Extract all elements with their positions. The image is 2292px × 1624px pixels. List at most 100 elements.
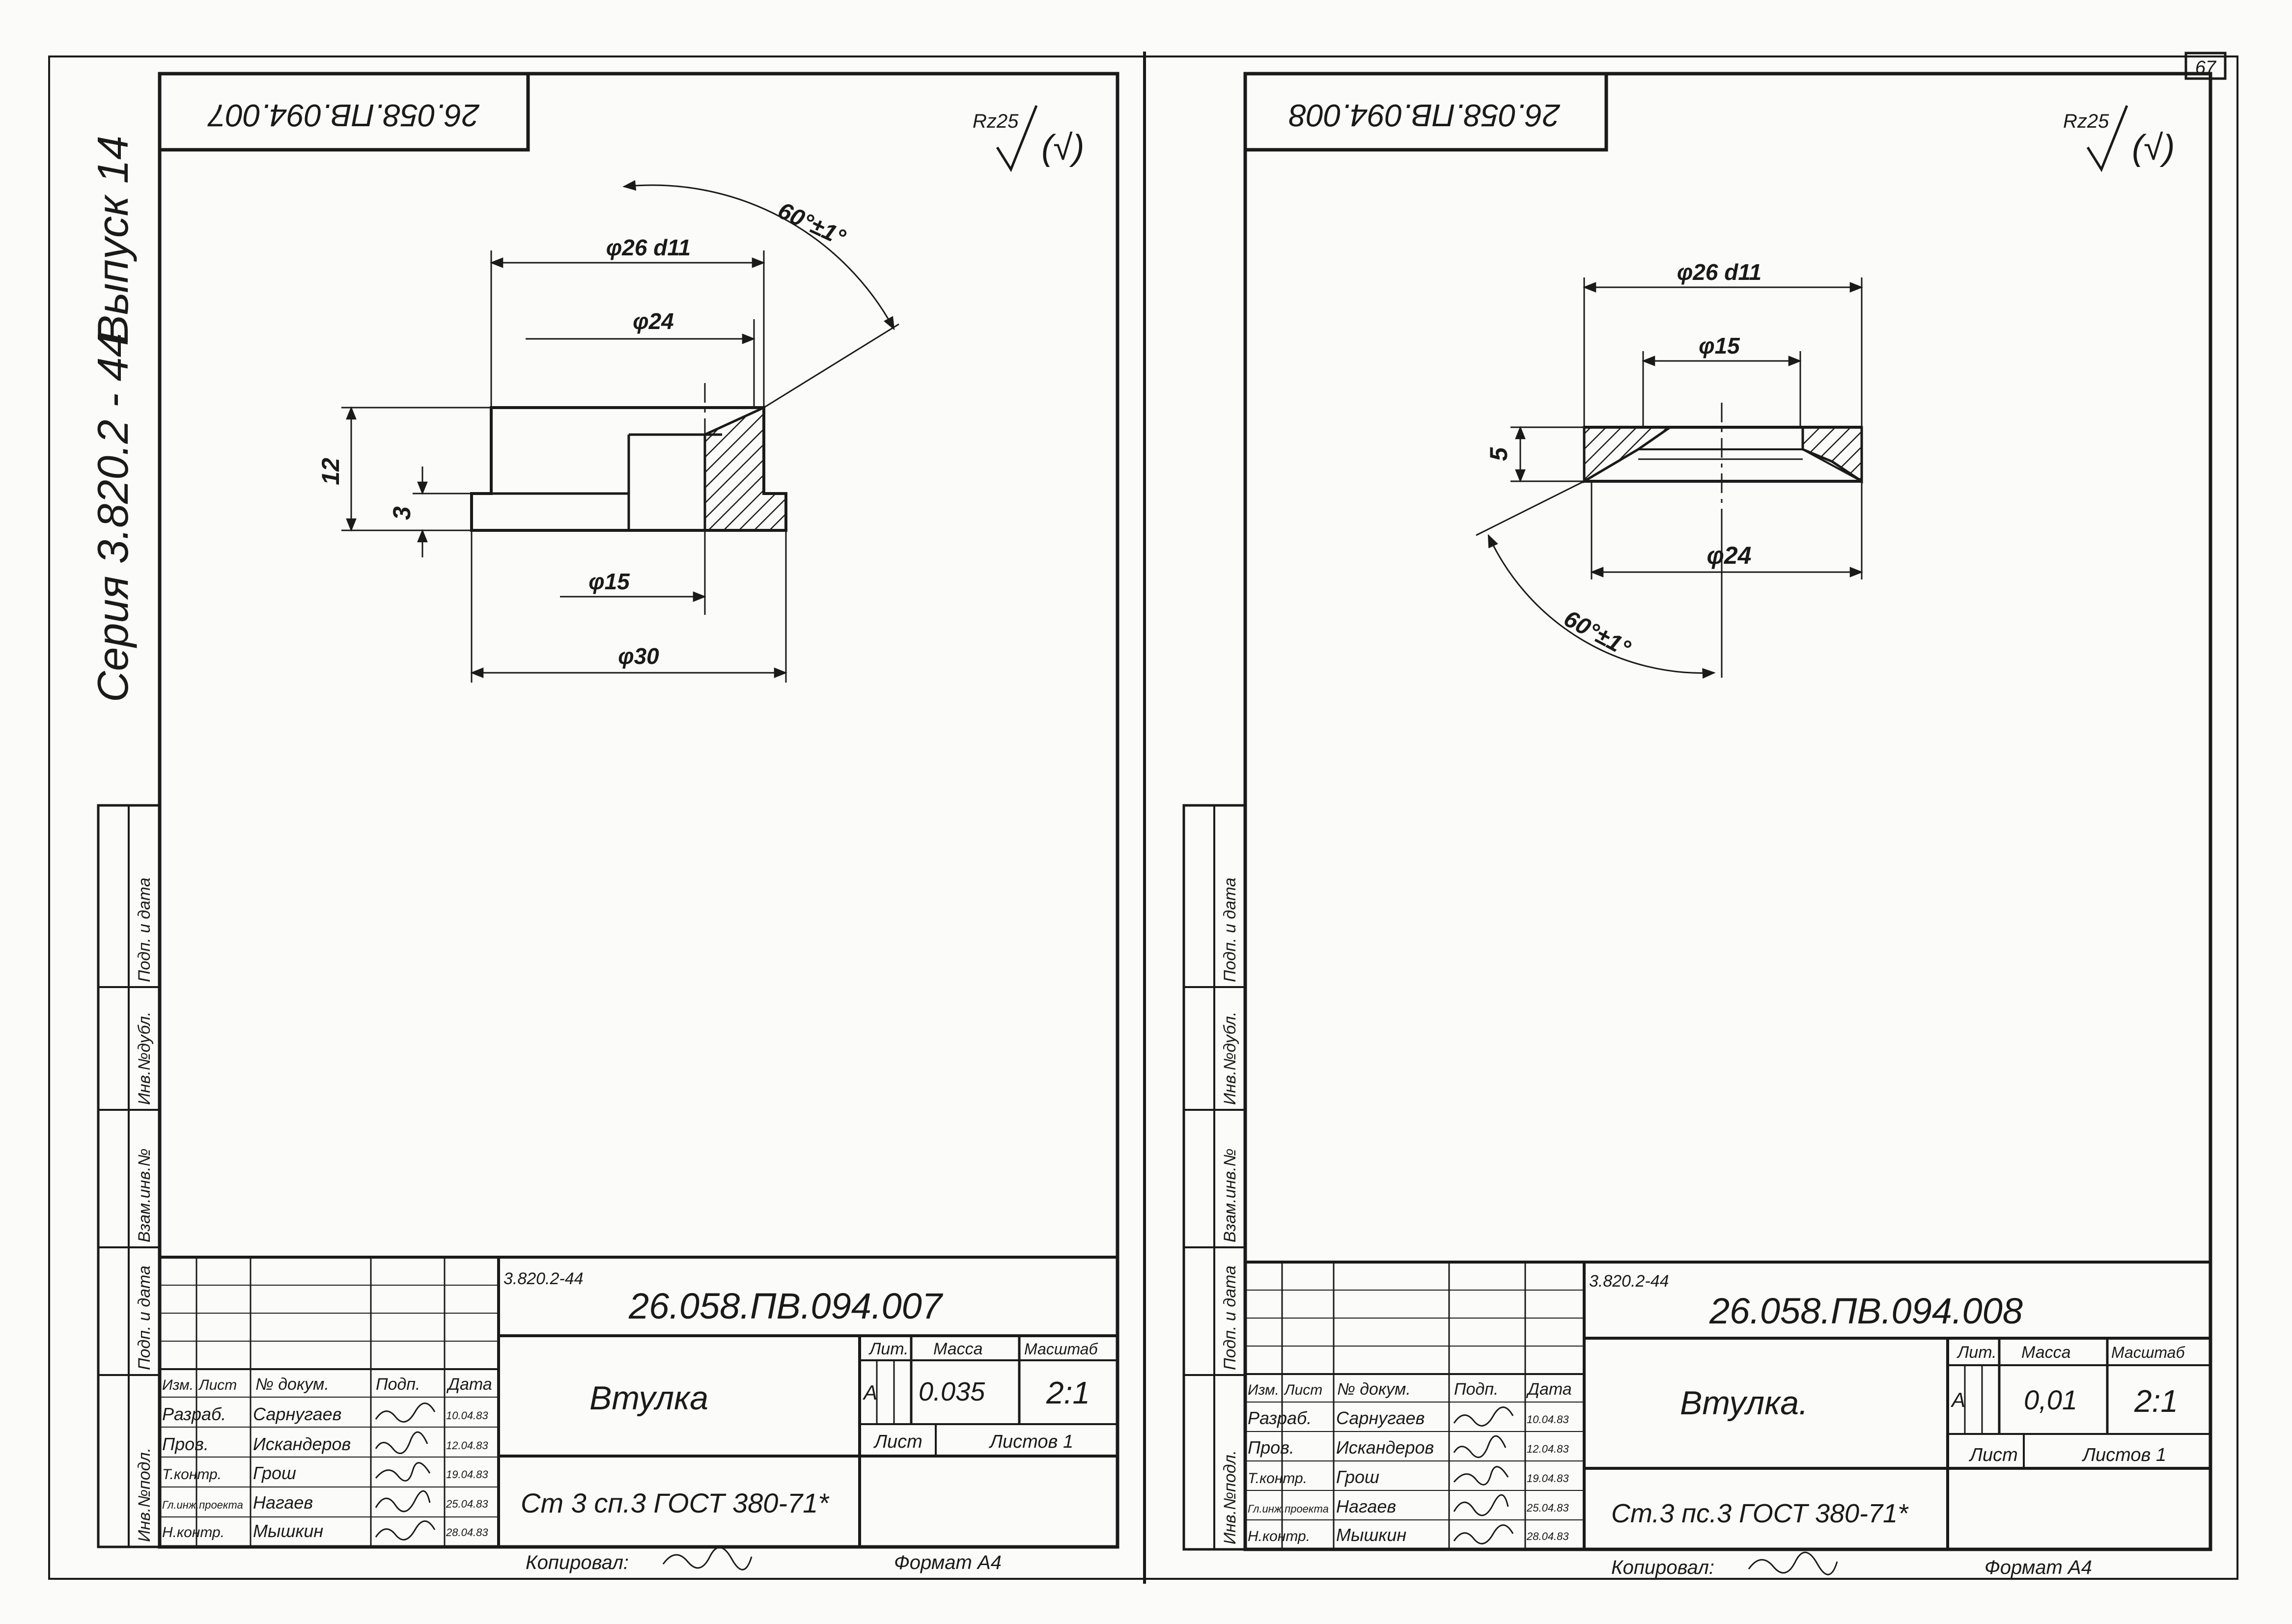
tb-sheet-label: Лист — [873, 1431, 922, 1452]
left-margin-strip: Инв.№подл. Подп. и дата Взам.инв.№ Инв.№… — [97, 804, 161, 1548]
series-label: Серия 3.820.2 - 44 Выпуск 14 — [88, 136, 137, 702]
margin-label-inv: Инв.№подл. — [1221, 1450, 1239, 1544]
part-008-section: φ26 d11 φ15 5 φ24 60°±1° — [1476, 259, 1863, 679]
tb-mass-header: Масса — [933, 1340, 983, 1358]
tb-date-3: 25.04.83 — [1526, 1502, 1569, 1514]
roughness-symbol: (√) — [2132, 128, 2175, 167]
tb-name-1: Искандеров — [1336, 1437, 1434, 1458]
tb-date-4: 28.04.83 — [1526, 1530, 1569, 1542]
copied-by: Копировал: — [526, 1552, 629, 1573]
margin-label-vzam: Взам.инв.№ — [135, 1149, 154, 1242]
tb-header-list: Лист — [198, 1377, 237, 1393]
tb-sheet-label: Лист — [1968, 1445, 2018, 1465]
tb-scale-header: Масштаб — [1024, 1340, 1098, 1358]
tb-material: Ст 3 сп.3 ГОСТ 380-71* — [521, 1487, 830, 1518]
tb-date-2: 19.04.83 — [1527, 1472, 1569, 1485]
tb-header-izm: Изм. — [1248, 1382, 1279, 1398]
copied-by: Копировал: — [1611, 1557, 1714, 1578]
dim-height-5: 5 — [1485, 447, 1512, 461]
dim-d26d11: φ26 d11 — [1677, 259, 1761, 285]
tb-role-4: Н.контр. — [1248, 1528, 1310, 1544]
tb-part-name: Втулка. — [1680, 1384, 1808, 1422]
tb-litera: А — [1950, 1388, 1965, 1411]
dim-angle: 60°±1° — [1560, 606, 1635, 662]
roughness-value: Rz25 — [973, 110, 1019, 132]
roughness-value: Rz25 — [2063, 110, 2109, 132]
dim-d24: φ24 — [633, 308, 674, 334]
tb-role-2: Т.контр. — [162, 1466, 222, 1483]
dim-d24: φ24 — [1707, 542, 1752, 569]
tb-date-1: 12.04.83 — [446, 1439, 488, 1452]
tb-litera-header: Лит. — [1957, 1343, 1997, 1362]
title-block: Изм. Лист № докум. Подп. Дата Разраб. Са… — [1244, 1261, 2212, 1551]
tb-name-3: Нагаев — [1336, 1496, 1396, 1516]
dim-d15: φ15 — [588, 569, 630, 594]
tb-series-ref: 3.820.2-44 — [1589, 1272, 1669, 1291]
tb-name-0: Сарнугаев — [253, 1404, 341, 1424]
format-label: Формат А4 — [1985, 1557, 2092, 1578]
margin-label-sign1: Подп. и дата — [135, 1266, 154, 1370]
sheet-right: Инв.№подл. Подп. и дата Взам.инв.№ Инв.№… — [1182, 72, 2212, 1578]
tb-series-ref: 3.820.2-44 — [503, 1269, 584, 1288]
dim-d26d11: φ26 d11 — [606, 235, 691, 260]
tb-date-0: 10.04.83 — [446, 1409, 488, 1422]
tb-name-2: Грош — [253, 1463, 296, 1483]
tb-date-2: 19.04.83 — [446, 1468, 488, 1481]
margin-label-dubl: Инв.№дубл. — [1221, 1012, 1239, 1105]
tb-role-1: Пров. — [1248, 1437, 1294, 1458]
tb-sheets-label: Листов 1 — [988, 1431, 1073, 1452]
top-stamp-text: 26.058.ПВ.094.008 — [1289, 98, 1561, 133]
tb-material: Ст.3 пс.3 ГОСТ 380-71* — [1611, 1499, 1909, 1528]
tb-header-date: Дата — [446, 1375, 492, 1394]
tb-name-2: Грош — [1336, 1467, 1379, 1487]
roughness-symbol: (√) — [1041, 128, 1084, 167]
tb-name-4: Мышкин — [1336, 1525, 1406, 1545]
margin-label-sign2: Подп. и дата — [1221, 878, 1239, 982]
tb-name-3: Нагаев — [253, 1492, 313, 1513]
tb-sheets-label: Листов 1 — [2081, 1445, 2166, 1465]
tb-litera-header: Лит. — [868, 1340, 909, 1358]
tb-doc-number: 26.058.ПВ.094.008 — [1709, 1291, 2023, 1331]
tb-role-1: Пров. — [162, 1434, 209, 1454]
tb-scale: 2:1 — [2134, 1383, 2178, 1419]
margin-label-sign1: Подп. и дата — [1221, 1266, 1239, 1370]
top-stamp: 26.058.ПВ.094.007 — [158, 72, 530, 152]
tb-scale: 2:1 — [1046, 1375, 1090, 1410]
tb-mass: 0,01 — [2024, 1384, 2077, 1415]
issue-text: Выпуск 14 — [88, 136, 137, 344]
sheet-left: Инв.№подл. Подп. и дата Взам.инв.№ Инв.№… — [97, 72, 1119, 1573]
margin-label-inv: Инв.№подл. — [135, 1448, 154, 1542]
tb-name-0: Сарнугаев — [1336, 1408, 1425, 1428]
margin-label-dubl: Инв.№дубл. — [135, 1012, 154, 1105]
tb-mass: 0.035 — [919, 1377, 985, 1406]
tb-header-list: Лист — [1284, 1382, 1322, 1398]
tb-header-izm: Изм. — [162, 1377, 194, 1393]
dim-height-12: 12 — [317, 458, 344, 485]
format-label: Формат А4 — [894, 1552, 1002, 1573]
tb-date-3: 25.04.83 — [446, 1498, 488, 1510]
tb-header-date: Дата — [1526, 1380, 1572, 1399]
series-text: Серия 3.820.2 - 44 — [88, 333, 137, 702]
tb-date-0: 10.04.83 — [1527, 1413, 1569, 1426]
tb-mass-header: Масса — [2021, 1343, 2071, 1362]
tb-scale-header: Масштаб — [2111, 1344, 2185, 1361]
dim-d30: φ30 — [618, 643, 659, 669]
tb-header-sign: Подп. — [1454, 1380, 1499, 1399]
margin-label-vzam: Взам.инв.№ — [1221, 1149, 1239, 1242]
tb-litera: А — [862, 1381, 877, 1404]
tb-role-3: Гл.инж.проекта — [162, 1499, 243, 1511]
tb-name-1: Искандеров — [253, 1434, 351, 1454]
tb-header-doc: № докум. — [255, 1375, 329, 1394]
hatched-wall — [703, 406, 787, 532]
tb-header-sign: Подп. — [376, 1375, 420, 1394]
tb-doc-number: 26.058.ПВ.094.007 — [628, 1286, 944, 1326]
tb-role-2: Т.контр. — [1248, 1470, 1307, 1486]
roughness-mark: Rz25 (√) — [2063, 105, 2175, 172]
tb-date-1: 12.04.83 — [1527, 1443, 1569, 1455]
dim-flange-3: 3 — [388, 506, 416, 520]
dim-angle: 60°±1° — [774, 197, 849, 251]
tb-role-0: Разраб. — [1248, 1408, 1312, 1428]
top-stamp: 26.058.ПВ.094.008 — [1243, 72, 1608, 152]
margin-label-sign2: Подп. и дата — [135, 878, 154, 982]
